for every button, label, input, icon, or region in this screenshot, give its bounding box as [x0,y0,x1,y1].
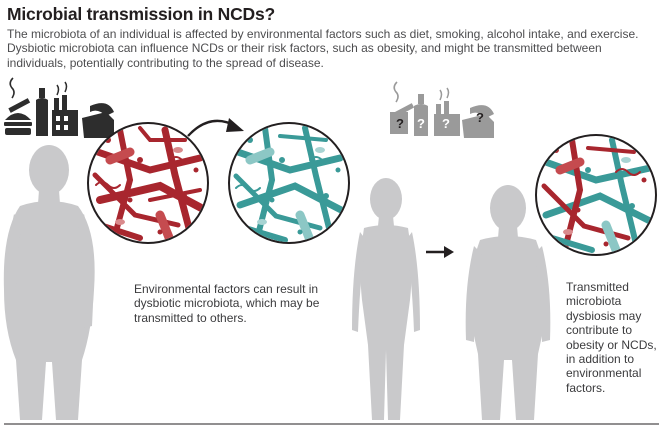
bottle-icon [36,88,48,136]
question-mark-2: ? [417,116,425,131]
question-mark-4: ? [476,110,484,125]
dysbiotic-microbiota-circle [87,122,209,244]
healthy-person-middle [352,178,420,420]
figure-title: Microbial transmission in NCDs? [7,4,276,24]
burger-icon [4,113,32,135]
question-mark-3: ? [442,116,450,131]
caption-left: Environmental factors can result in dysb… [134,282,320,325]
cigarette-icon [8,77,31,113]
factory-icon [434,87,460,136]
intro-paragraph: The microbiota of an individual is affec… [7,27,639,70]
transmission-arrow [187,118,244,137]
question-mark-1: ? [396,116,404,131]
bottle-icon [414,94,428,136]
progression-arrow [426,246,454,258]
environmental-icons-left [4,77,114,138]
obese-person-left [3,145,95,420]
transmitted-microbiota-circle [535,134,657,256]
caption-right: Transmitted microbiota dysbiosis may con… [566,280,657,395]
couch-icon [82,103,114,138]
healthy-microbiota-circle [228,122,350,244]
environmental-icons-right: ? ? ? ? [390,81,494,138]
burger-block [390,112,408,134]
affected-person-right [465,185,551,420]
factory-icon [52,81,78,136]
couch-icon [462,105,494,138]
